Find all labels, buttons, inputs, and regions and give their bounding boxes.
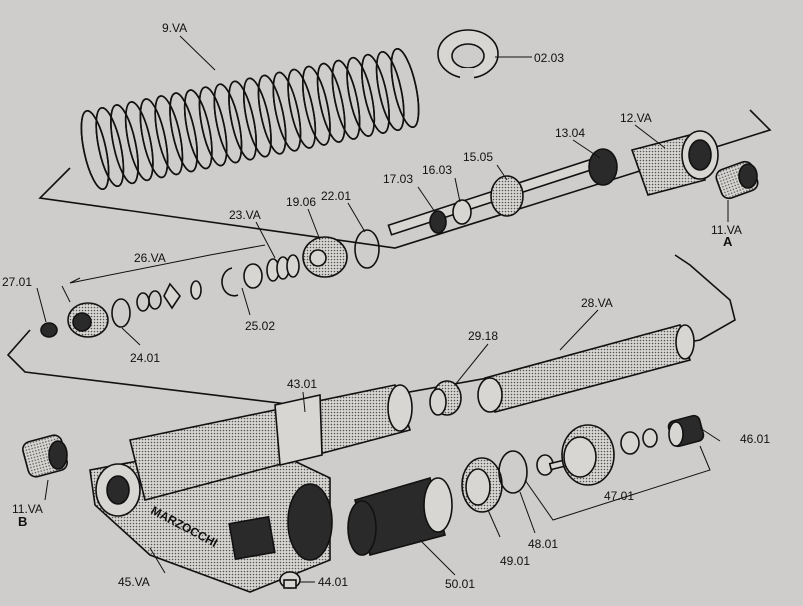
valve-26va bbox=[136, 280, 202, 312]
label-b: B bbox=[18, 514, 27, 529]
label-2401: 24.01 bbox=[130, 351, 160, 365]
label-2918: 29.18 bbox=[468, 329, 498, 343]
top-eye-12va bbox=[630, 130, 719, 196]
spring-coil bbox=[257, 74, 287, 155]
label-1906: 19.06 bbox=[286, 195, 316, 209]
bushing-11va-b bbox=[22, 434, 68, 478]
spring-coil bbox=[198, 86, 228, 167]
label-a: A bbox=[723, 234, 733, 249]
screw-4401 bbox=[279, 571, 301, 589]
spring-coil bbox=[390, 48, 420, 128]
label-5001: 50.01 bbox=[445, 577, 475, 591]
label-4901: 49.01 bbox=[500, 554, 530, 568]
piston-1906 bbox=[302, 236, 348, 278]
oring-2401 bbox=[111, 298, 131, 328]
label-45va: 45.VA bbox=[118, 575, 150, 589]
label-1603: 16.03 bbox=[422, 163, 452, 177]
label-11va-a: 11.VA bbox=[711, 223, 742, 237]
housing-45va: MARZOCCHI bbox=[89, 384, 413, 593]
bladder-5001 bbox=[347, 477, 453, 556]
retainer-clip-0203 bbox=[437, 29, 499, 82]
label-28va: 28.VA bbox=[581, 296, 613, 310]
group-outline-middle bbox=[6, 254, 736, 409]
label-9va: 9.VA bbox=[162, 21, 187, 35]
label-4301: 43.01 bbox=[287, 377, 317, 391]
spring-coil bbox=[302, 65, 331, 146]
label-4801: 48.01 bbox=[528, 537, 558, 551]
label-0203: 02.03 bbox=[534, 51, 564, 65]
shims-23va bbox=[266, 254, 300, 282]
nut-2701 bbox=[40, 322, 58, 338]
valve-4701 bbox=[536, 424, 658, 486]
nut bbox=[67, 302, 109, 338]
label-12va: 12.VA bbox=[620, 111, 652, 125]
spring-coil bbox=[95, 107, 125, 187]
spring-coil bbox=[287, 68, 317, 149]
nut-4601 bbox=[667, 414, 705, 448]
oring-2201 bbox=[354, 229, 380, 269]
label-23va: 23.VA bbox=[229, 208, 261, 222]
spring-coil bbox=[154, 95, 184, 176]
spring-coil bbox=[80, 110, 110, 190]
damper-rod-assembly bbox=[387, 148, 618, 236]
label-26va: 26.VA bbox=[134, 251, 166, 265]
spring-coil bbox=[228, 80, 257, 161]
spring-coil bbox=[375, 51, 405, 131]
spring-coil bbox=[243, 77, 272, 158]
spring-coil bbox=[316, 62, 346, 143]
spring-coil bbox=[331, 59, 361, 140]
label-2502: 25.02 bbox=[245, 319, 275, 333]
spring-coil bbox=[139, 98, 169, 179]
label-4601: 46.01 bbox=[740, 432, 770, 446]
spring-coil bbox=[213, 83, 243, 164]
circlip bbox=[221, 267, 239, 297]
spring-coil bbox=[110, 104, 139, 185]
tube-28va bbox=[477, 324, 695, 413]
bushing-11va-a bbox=[715, 160, 759, 200]
leader-lines bbox=[36, 35, 729, 583]
spring-coil bbox=[361, 53, 390, 134]
washer-2502 bbox=[243, 263, 263, 289]
label-1703: 17.03 bbox=[383, 172, 413, 186]
spring-coil bbox=[272, 71, 302, 152]
oring-4801 bbox=[498, 450, 528, 494]
spring-coil bbox=[183, 89, 213, 170]
spring-9va bbox=[80, 48, 420, 190]
label-1304: 13.04 bbox=[555, 126, 585, 140]
label-2701: 27.01 bbox=[2, 275, 32, 289]
label-11va-b: 11.VA bbox=[12, 502, 43, 516]
group-outline-top bbox=[38, 109, 772, 249]
spring-coil bbox=[169, 92, 198, 173]
spring-coil bbox=[124, 101, 154, 182]
cap-4901 bbox=[461, 457, 503, 513]
spring-coil bbox=[346, 56, 376, 137]
label-4401: 44.01 bbox=[318, 575, 348, 589]
label-2201: 22.01 bbox=[321, 189, 351, 203]
valve-2918 bbox=[429, 380, 462, 416]
label-1505: 15.05 bbox=[463, 150, 493, 164]
label-4701: 47.01 bbox=[604, 489, 634, 503]
